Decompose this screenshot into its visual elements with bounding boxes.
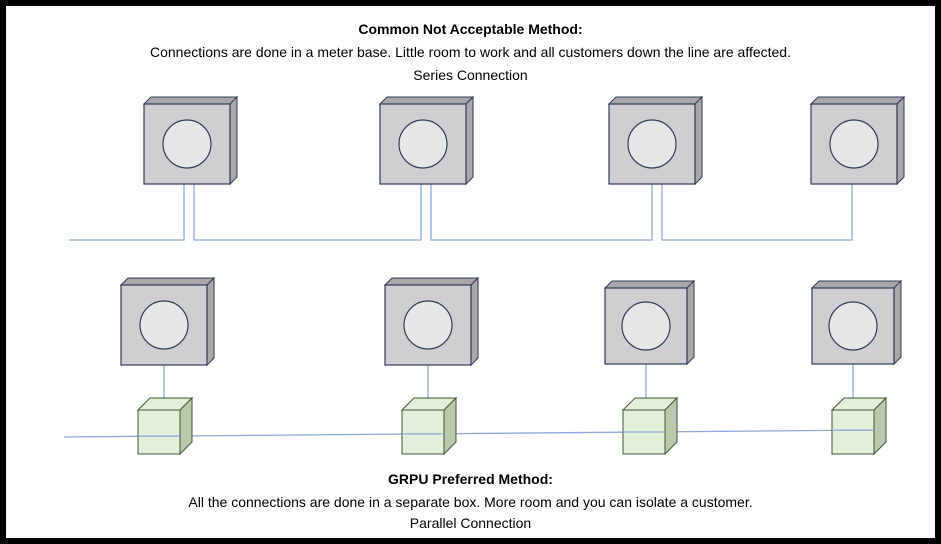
parallel-meter-base-2 <box>383 276 480 367</box>
meter-top-face <box>603 280 696 289</box>
meter-dial-icon <box>139 300 189 350</box>
meter-top-face <box>119 277 216 286</box>
meter-top-face <box>809 96 906 105</box>
meter-dial-icon <box>621 301 671 351</box>
series-meter-base-3 <box>607 95 704 186</box>
series-wire-segment-2 <box>430 184 653 241</box>
parallel-meter-base-1 <box>119 276 216 367</box>
junction-box-2 <box>400 396 458 456</box>
meter-dial-icon <box>829 119 879 169</box>
parallel-meter-base-4 <box>810 279 903 366</box>
junction-box-4 <box>830 396 888 456</box>
meter-side-face <box>465 95 474 186</box>
meter-side-face <box>470 276 479 367</box>
meter-side-face <box>896 95 905 186</box>
junction-front-face <box>831 409 875 455</box>
parallel-heading: GRPU Preferred Method: <box>388 471 553 487</box>
series-wire-segment-1 <box>193 184 422 241</box>
meter-side-face <box>694 95 703 186</box>
meter-dial-icon <box>828 301 878 351</box>
meter-top-face <box>378 96 475 105</box>
meter-side-face <box>229 95 238 186</box>
series-meter-base-1 <box>142 95 239 186</box>
junction-box-1 <box>136 396 194 456</box>
series-wire-feed <box>69 184 185 241</box>
meter-top-face <box>810 280 903 289</box>
meter-side-face <box>206 276 215 367</box>
junction-front-face <box>137 409 181 455</box>
meter-dial-icon <box>403 300 453 350</box>
meter-dial-icon <box>162 119 212 169</box>
series-meter-base-4 <box>809 95 906 186</box>
meter-top-face <box>383 277 480 286</box>
series-description: Connections are done in a meter base. Li… <box>150 44 791 60</box>
series-meter-base-2 <box>378 95 475 186</box>
series-heading: Common Not Acceptable Method: <box>358 21 583 37</box>
parallel-meter-base-3 <box>603 279 696 366</box>
parallel-main-wire <box>63 429 877 438</box>
meter-top-face <box>142 96 239 105</box>
series-subheading: Series Connection <box>413 67 528 83</box>
meter-side-face <box>686 279 695 366</box>
parallel-subheading: Parallel Connection <box>409 515 532 531</box>
meter-top-face <box>607 96 704 105</box>
junction-front-face <box>401 409 445 455</box>
series-wire-segment-3 <box>661 184 853 241</box>
parallel-description: All the connections are done in a separa… <box>188 494 753 510</box>
junction-box-3 <box>621 396 679 456</box>
meter-dial-icon <box>398 119 448 169</box>
meter-side-face <box>893 279 902 366</box>
meter-dial-icon <box>627 119 677 169</box>
